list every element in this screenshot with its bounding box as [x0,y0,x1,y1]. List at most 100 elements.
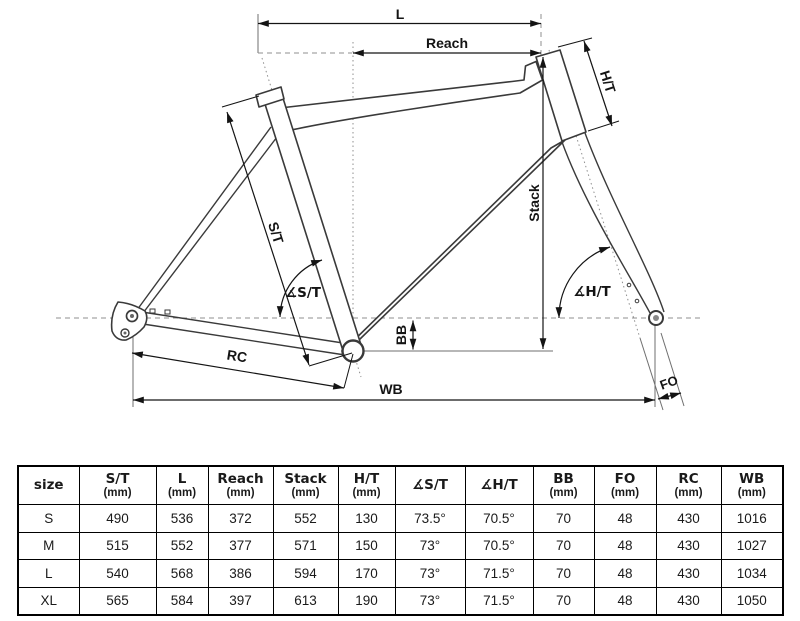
label-bb: BB [393,325,409,345]
header-row: size S/T(mm) L(mm) Reach(mm) Stack(mm) H… [17,465,784,505]
dim-ht [583,40,613,127]
table-cell: 70.5° [464,531,534,560]
table-cell: 571 [272,531,339,560]
table-cell: 430 [655,531,722,560]
col-unit: (mm) [737,486,766,499]
col-label: S/T [105,470,130,487]
col-label: FO [614,470,636,487]
table-cell: 515 [78,531,157,560]
table-cell: 73° [394,531,466,560]
col-header-angle-st: ∡S/T [394,465,466,505]
top-tube [279,60,544,132]
table-cell: 377 [207,531,274,560]
table-cell: 594 [272,559,339,588]
table-cell: 70 [532,531,595,560]
table-cell: 490 [78,504,157,533]
col-unit: (mm) [674,486,703,499]
col-header-ht: H/T(mm) [337,465,396,505]
table-row: XL 565 584 397 613 190 73° 71.5° 70 48 4… [17,586,784,616]
col-header-bb: BB(mm) [532,465,595,505]
label-st: S/T [265,220,287,246]
table-cell: 48 [593,559,657,588]
col-label: ∡H/T [480,477,518,493]
table-cell: 73° [394,586,466,616]
table-cell: 386 [207,559,274,588]
dim-st [226,111,310,366]
col-unit: (mm) [610,486,640,499]
col-unit: (mm) [103,486,132,499]
seat-stay-lower [139,136,278,318]
frame-geometry-diagram: L Reach H/T Stack S/T ∡S/T ∡H/T BB RC WB… [56,6,700,411]
size-cell: XL [17,586,80,616]
table-cell: 568 [155,559,209,588]
table-cell: 536 [155,504,209,533]
seat-clamp [255,86,285,108]
rear-axle-center [130,314,134,318]
col-header-rc: RC(mm) [655,465,722,505]
col-unit: (mm) [352,486,381,499]
table-cell: 565 [78,586,157,616]
table-row: S 490 536 372 552 130 73.5° 70.5° 70 48 … [17,504,784,533]
chain-stay-upper [141,311,344,344]
col-header-l: L(mm) [155,465,209,505]
table-cell: 170 [337,559,396,588]
size-cell: L [17,559,80,588]
table-cell: 430 [655,586,722,616]
table-cell: 70 [532,559,595,588]
table-cell: 430 [655,559,722,588]
col-header-stack: Stack(mm) [272,465,339,505]
table-row: M 515 552 377 571 150 73° 70.5° 70 48 43… [17,531,784,560]
dimension-lines [131,20,682,404]
table-cell: 1027 [720,531,784,560]
dim-angle-ht [555,246,611,319]
ht-ext-bottom [587,120,620,132]
col-unit: (mm) [549,486,578,499]
table-cell: 71.5° [464,586,534,616]
geometry-table: size S/T(mm) L(mm) Reach(mm) Stack(mm) H… [17,465,784,616]
table-cell: 397 [207,586,274,616]
col-label: L [177,470,187,487]
col-label: WB [739,470,765,487]
table-row: L 540 568 386 594 170 73° 71.5° 70 48 43… [17,559,784,588]
table-cell: 48 [593,586,657,616]
fork-mount-hole [634,298,640,304]
label-ht: H/T [597,68,619,95]
table-cell: 540 [78,559,157,588]
col-label: size [33,477,64,493]
label-stack: Stack [526,184,542,222]
table-cell: 584 [155,586,209,616]
label-rc: RC [226,347,248,366]
front-axle-center [653,315,659,321]
col-header-angle-ht: ∡H/T [464,465,534,505]
col-unit: (mm) [167,486,197,499]
dim-angle-st [276,259,323,318]
dim-fo [657,392,682,400]
fork-front-edge [584,132,665,313]
table-cell: 70 [532,504,595,533]
fender-mount [149,308,156,314]
table-cell: 372 [207,504,274,533]
table-cell: 552 [272,504,339,533]
dim-rc [131,351,345,390]
fork-mount-hole [626,282,632,288]
table-cell: 71.5° [464,559,534,588]
col-unit: (mm) [291,486,320,499]
col-label: Stack [284,470,327,487]
col-header-wb: WB(mm) [720,465,784,505]
table-cell: 48 [593,531,657,560]
col-label: ∡S/T [412,477,448,493]
col-header-fo: FO(mm) [593,465,657,505]
seat-stay-upper [136,126,272,311]
table-cell: 48 [593,504,657,533]
col-header-reach: Reach(mm) [207,465,274,505]
bike-frame [110,49,665,363]
derailleur-hanger-center [123,331,127,335]
col-label: BB [553,470,574,487]
size-cell: M [17,531,80,560]
label-angle-ht: ∡H/T [573,284,611,300]
table-header: size S/T(mm) L(mm) Reach(mm) Stack(mm) H… [17,465,784,505]
table-cell: 70.5° [464,504,534,533]
fender-mount [164,309,171,315]
col-header-size: size [17,465,80,505]
col-label: Reach [217,470,264,487]
